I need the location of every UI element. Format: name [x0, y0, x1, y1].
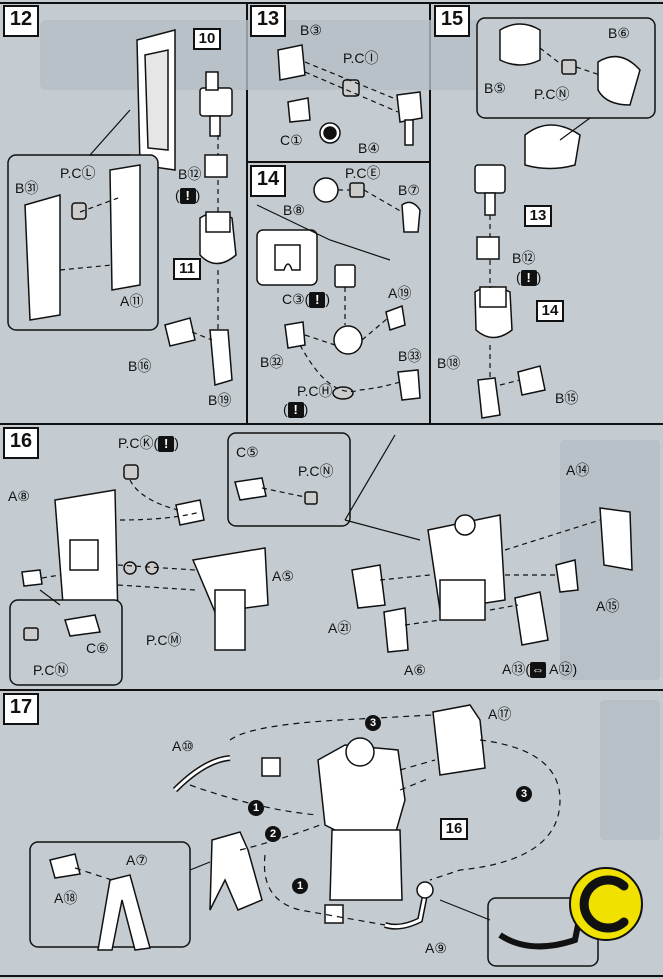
part-label: B⑥ [608, 25, 630, 41]
part-label: B③ [300, 22, 322, 38]
step-15-drawing [474, 17, 656, 419]
ref-box-14: 14 [536, 300, 564, 322]
part-label: C⑥ [86, 640, 109, 656]
ref-box-10: 10 [193, 28, 221, 50]
part-label: A⑲ [388, 285, 412, 301]
warning-icon: ! [158, 436, 175, 452]
ref-box-16: 16 [440, 818, 468, 840]
part-label-with-warning: C③(!) [282, 291, 331, 308]
part-label: A⑪ [120, 293, 144, 309]
part-label: B㉛ [15, 180, 39, 196]
part-label: B⑫ [512, 250, 536, 266]
part-label: A⑮ [596, 598, 620, 614]
part-label: A⑤ [272, 568, 294, 584]
part-label: A⑧ [8, 488, 30, 504]
order-badge: 1 [292, 878, 308, 894]
step-number-12: 12 [3, 5, 39, 37]
part-label: P.CⓃ [534, 86, 570, 102]
part-label: A⑱ [54, 890, 78, 906]
step-12-drawing [7, 29, 237, 386]
corner-logo [569, 867, 643, 941]
step-16-drawing [9, 432, 633, 686]
part-label: B⑤ [484, 80, 506, 96]
part-label: C⑤ [236, 444, 259, 460]
part-label: A⑨ [425, 940, 447, 956]
part-label: B⑯ [128, 358, 152, 374]
warning-icon: ! [287, 402, 304, 418]
warning-icon: ! [520, 270, 537, 286]
step-13-drawing [277, 44, 423, 146]
warning-note: (!) [283, 401, 309, 418]
warning-icon: ! [309, 292, 326, 308]
ref-box-13: 13 [524, 205, 552, 227]
part-label: P.CⒽ [297, 383, 333, 399]
order-badge: 3 [516, 786, 532, 802]
order-badge: 2 [265, 826, 281, 842]
swap-icon: ⇔ [530, 662, 547, 678]
part-label-with-warning: P.CⓀ(!) [118, 435, 179, 452]
part-label: B⑫ [178, 166, 202, 182]
step-number-15: 15 [434, 5, 470, 37]
order-badge: 3 [365, 715, 381, 731]
alternate-part-note: A⑬(⇔ A⑫) [502, 661, 578, 678]
part-label: A⑦ [126, 852, 148, 868]
part-label: B㉝ [398, 348, 422, 364]
part-label: B㉜ [260, 354, 284, 370]
part-label: A⑭ [566, 462, 590, 478]
warning-note: (!) [516, 269, 542, 286]
part-label: B⑲ [208, 392, 232, 408]
step-number-13: 13 [250, 5, 286, 37]
part-label: A⑩ [172, 738, 194, 754]
step-number-14: 14 [250, 165, 286, 197]
step-number-17: 17 [3, 693, 39, 725]
part-label: A⑥ [404, 662, 426, 678]
part-label: B④ [358, 140, 380, 156]
step-14-drawing [256, 177, 421, 401]
part-label: A㉑ [328, 620, 352, 636]
part-label: B⑮ [555, 390, 579, 406]
step-number-16: 16 [3, 427, 39, 459]
part-label: B⑱ [437, 355, 461, 371]
ref-box-11: 11 [173, 258, 201, 280]
part-label: A⑰ [488, 706, 512, 722]
part-label: P.CⓂ [146, 632, 182, 648]
part-label: P.CⓃ [298, 463, 334, 479]
part-label: B⑧ [283, 202, 305, 218]
part-label: P.CⓁ [60, 165, 96, 181]
warning-icon: ! [179, 188, 196, 204]
part-label: P.CⒾ [343, 50, 379, 66]
part-label: B⑦ [398, 182, 420, 198]
part-label: C① [280, 132, 303, 148]
order-badge: 1 [248, 800, 264, 816]
step-17-drawing [29, 704, 599, 967]
part-label: P.CⓃ [33, 662, 69, 678]
part-label: P.CⒺ [345, 165, 381, 181]
warning-note: (!) [175, 187, 201, 204]
